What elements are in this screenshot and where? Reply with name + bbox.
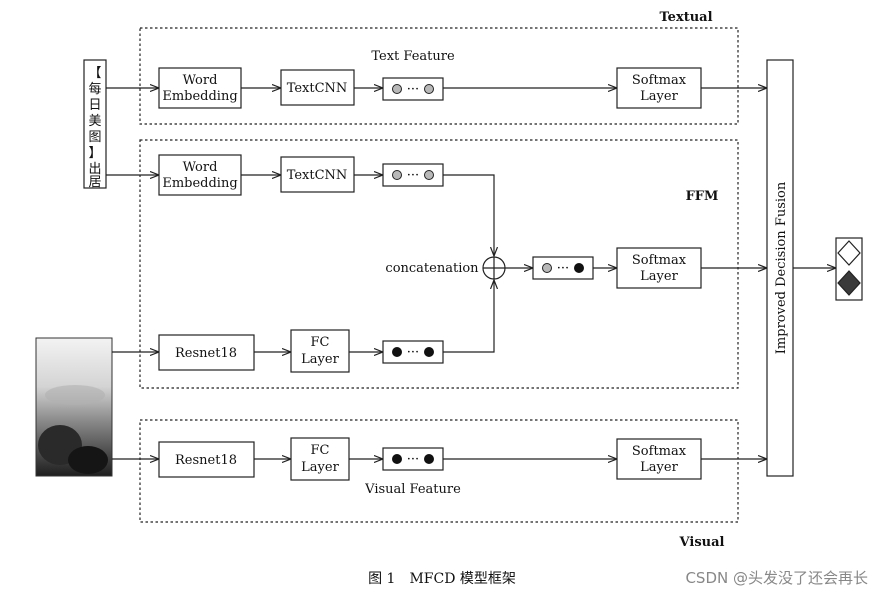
ffm-text-vector: ··· [382,163,444,187]
block-label: Embedding [162,176,237,191]
block-label: Layer [301,352,339,367]
vector-dots: ··· [557,261,569,276]
block-label: Embedding [162,89,237,104]
block-label: TextCNN [287,81,348,96]
text-input-char: 日 [88,98,101,113]
text-input-char: 图 [88,130,101,145]
softmax-block-textual: Softmax Layer [616,67,702,109]
fake-diamond-icon [837,270,861,296]
vector-dots: ··· [407,452,419,467]
block-label: Layer [640,269,678,284]
text-input-char: 】 [88,146,101,161]
text-feature-label: Text Feature [371,49,455,64]
textcnn-block-textual: TextCNN [280,69,355,106]
fused-feature-vector: ··· [532,256,594,280]
block-label: Layer [301,460,339,475]
block-label: TextCNN [287,168,348,183]
concatenation-label: concatenation [385,261,479,276]
decision-fusion-label: Improved Decision Fusion [774,181,789,354]
figure-caption: 图 1 MFCD 模型框架 [368,571,516,587]
output-labels [835,237,863,301]
vector-dots: ··· [407,168,419,183]
block-label: Resnet18 [175,453,237,468]
block-label: Word [183,160,218,175]
visual-feature-label: Visual Feature [364,482,461,497]
block-label: Layer [640,460,678,475]
block-label: FC [311,443,330,458]
softmax-block-visual: Softmax Layer [616,438,702,480]
text-input-char: 【 [88,66,101,81]
decision-fusion-block: Improved Decision Fusion [766,59,794,477]
text-feature-vector: ··· [382,77,444,101]
block-label: FC [311,335,330,350]
text-input-char: 每 [88,81,101,97]
visual-feature-vector: ··· [382,447,444,471]
block-label: Softmax [632,73,687,88]
section-title-textual: Textual [659,10,712,25]
text-input-char: 美 [88,114,101,129]
textcnn-block-ffm: TextCNN [280,156,355,193]
concatenation-node [482,256,506,280]
text-input-char: 居 [88,175,101,190]
resnet-block-ffm: Resnet18 [158,334,255,371]
block-label: Layer [640,89,678,104]
word-embedding-block-ffm: Word Embedding [158,154,242,196]
text-input-char: 出 [88,162,101,177]
ffm-image-vector: ··· [382,340,444,364]
real-diamond-icon [837,240,861,266]
fc-block-visual: FC Layer [290,437,350,481]
block-label: Softmax [632,444,687,459]
vector-dots: ··· [407,82,419,97]
vector-dots: ··· [407,345,419,360]
section-title-ffm: FFM [686,189,719,204]
textual-group [139,27,739,125]
watermark: CSDN @头发没了还会再长 [685,569,868,587]
ffm-group [139,139,739,389]
block-label: Resnet18 [175,346,237,361]
word-embedding-block-textual: Word Embedding [158,67,242,109]
section-title-visual: Visual [679,535,725,550]
block-label: Word [183,73,218,88]
image-input [35,337,113,477]
fc-block-ffm: FC Layer [290,329,350,373]
block-label: Softmax [632,253,687,268]
softmax-block-ffm: Softmax Layer [616,247,702,289]
text-input: 【 每 日 美 图 】 出 居 [83,59,107,190]
resnet-block-visual: Resnet18 [158,441,255,478]
